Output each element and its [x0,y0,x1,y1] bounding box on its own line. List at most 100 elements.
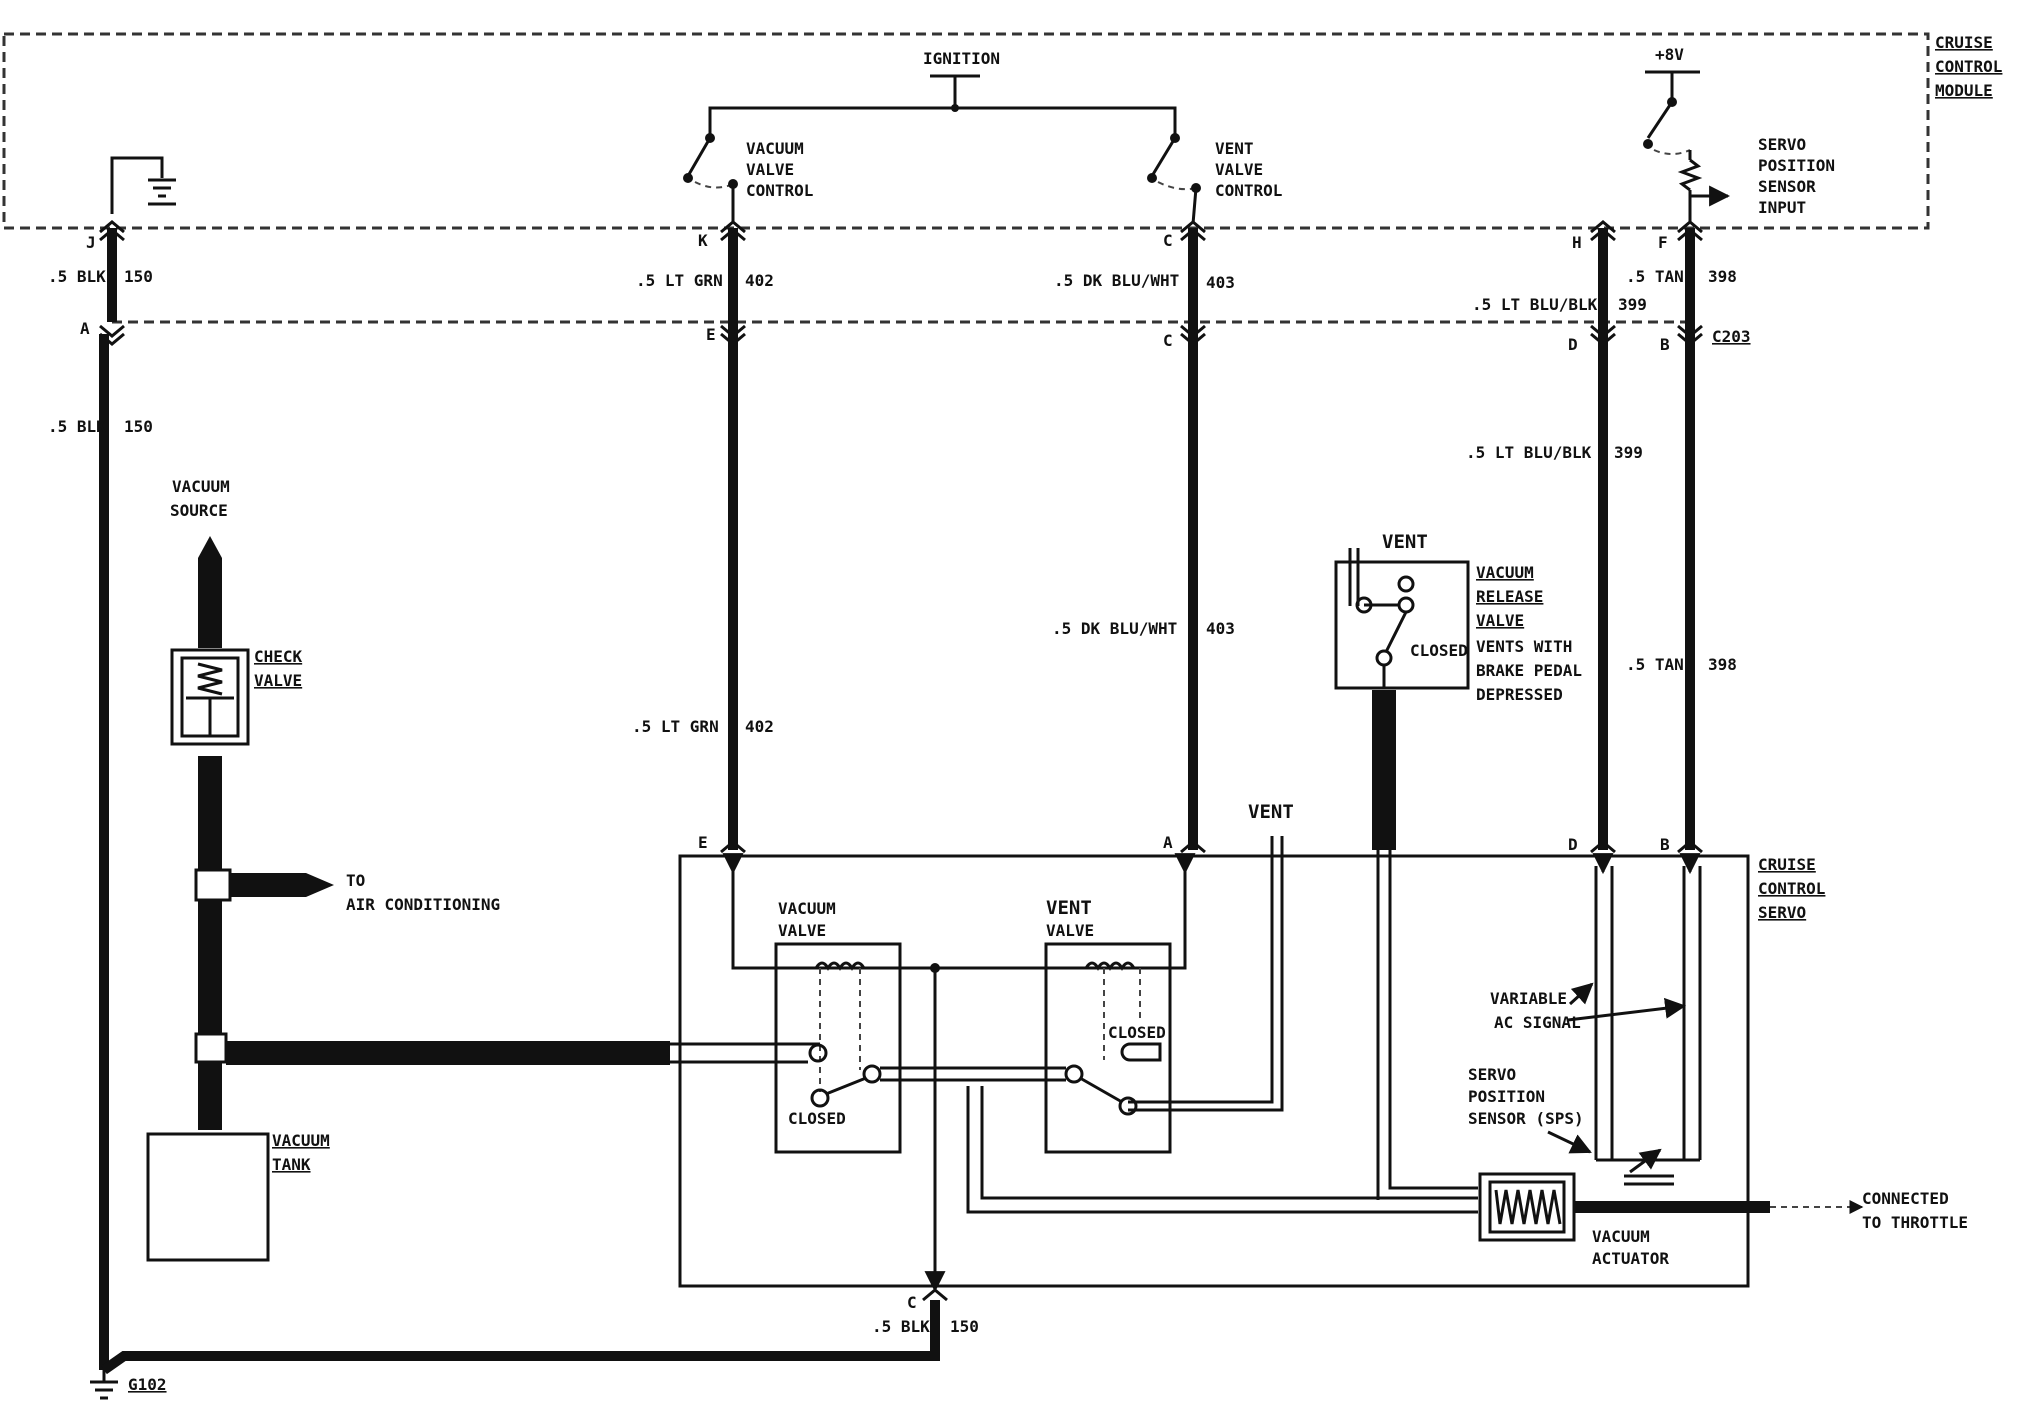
vacuum-release-valve-line-3: VALVE [1476,611,1524,630]
to-air-conditioning-arrow-icon [306,873,334,897]
ignition-label: IGNITION [923,49,1000,68]
wire-circuit-399-mid: 399 [1614,443,1643,462]
connector-pin-c: C [1163,331,1173,350]
cruise-control-servo: CRUISE CONTROL SERVO VENT VACUUM VALVE C… [670,801,1864,1293]
vent-valve-control-line-3: CONTROL [1215,181,1282,200]
vacuum-valve-closed-label: CLOSED [788,1109,846,1128]
connector-pin-d: D [1568,335,1578,354]
wire-circuit-403-mid: 403 [1206,619,1235,638]
wire-label-398-mid: .5 TAN [1626,655,1684,674]
servo-pin-b: B [1660,835,1670,854]
wire-label-403-top: .5 DK BLU/WHT [1054,271,1179,290]
valve-crossover-passage [880,1066,1066,1082]
module-ground-icon [110,156,176,214]
module-title-line-1: CRUISE [1935,33,1993,52]
vent-inlet-line [1128,836,1284,1112]
connected-to-throttle-line-2: TO THROTTLE [1862,1213,1968,1232]
vent-mid-label: VENT [1248,801,1294,823]
servo-sensor-input-line-2: POSITION [1758,156,1835,175]
ignition-terminal-icon [708,74,1177,138]
vacuum-release-valve-line-2: RELEASE [1476,587,1543,606]
vacuum-release-valve-line-1: VACUUM [1476,563,1534,582]
vacuum-inlet-passage [670,1042,820,1064]
wire-circuit-150-top: 150 [124,267,153,286]
vent-valve-closed-port-icon [1120,1042,1162,1062]
wire-label-402-mid: .5 LT GRN [632,717,719,736]
vacuum-valve-control-line-2: VALVE [746,160,794,179]
module-pin-f: F [1658,233,1668,252]
cruise-control-module: CRUISE CONTROL MODULE IGNITION [2,32,2002,230]
check-valve-icon [170,648,250,746]
servo-title-line-2: CONTROL [1758,879,1825,898]
servo-position-sensor-line-2: POSITION [1468,1087,1545,1106]
vent-top-label: VENT [1382,531,1428,553]
servo-pin-a: A [1163,833,1173,852]
wire-label-150-bottom: .5 BLK [872,1317,930,1336]
vent-valve-line-2: VALVE [1046,921,1094,940]
vacuum-actuator-line-1: VACUUM [1592,1227,1650,1246]
vacuum-source-line-1: VACUUM [172,477,230,496]
vent-valve-body [1044,942,1172,1154]
wire-label-399-mid: .5 LT BLU/BLK [1466,443,1592,462]
variable-ac-signal-line-2: AC SIGNAL [1494,1013,1581,1032]
plus8v-label: +8V [1655,45,1684,64]
vacuum-tank-icon [146,1132,270,1262]
servo-title-line-3: SERVO [1758,903,1806,922]
vacuum-actuator-icon [1478,1172,1864,1242]
ground-splice-pin-c: C [907,1293,917,1312]
servo-position-sensor-line-1: SERVO [1468,1065,1516,1084]
vent-valve-control-line-1: VENT [1215,139,1254,158]
connector-terminals [99,220,1703,1302]
module-boundary [2,32,1930,230]
wire-circuit-398-mid: 398 [1708,655,1737,674]
vacuum-valve-control-line-3: CONTROL [746,181,813,200]
wire-labels: .5 BLK 150 .5 BLK 150 .5 BLK 150 .5 LT G… [48,267,1737,1336]
servo-pin-d: D [1568,835,1578,854]
vacuum-tank-line-2: TANK [272,1155,311,1174]
wire-circuit-150-bottom: 150 [950,1317,979,1336]
to-air-conditioning-line-2: AIR CONDITIONING [346,895,500,914]
wire-circuit-399-top: 399 [1618,295,1647,314]
connector-pin-e: E [706,325,716,344]
module-pin-k: K [698,231,708,250]
wire-label-403-mid: .5 DK BLU/WHT [1052,619,1177,638]
vacuum-tank-line-1: VACUUM [272,1131,330,1150]
variable-ac-signal-line-1: VARIABLE [1490,989,1567,1008]
module-pin-c: C [1163,231,1173,250]
vacuum-valve-coil-icon [814,961,866,971]
connected-to-throttle-line-1: CONNECTED [1862,1189,1949,1208]
sps-wiring [1594,866,1702,1160]
vents-with-brake-line-1: VENTS WITH [1476,637,1572,656]
module-title-line-2: CONTROL [1935,57,2002,76]
wire-circuit-150-mid: 150 [124,417,153,436]
connector-pin-b: B [1660,335,1670,354]
module-pin-h: H [1572,233,1582,252]
wire-label-150-mid: .5 BLK [48,417,106,436]
vacuum-valve-control-line-1: VACUUM [746,139,804,158]
wire-label-399-top: .5 LT BLU/BLK [1472,295,1598,314]
connector-pin-a: A [80,319,90,338]
wiring [99,228,1695,1375]
vents-with-brake-line-3: DEPRESSED [1476,685,1563,704]
servo-position-sensor-line-3: SENSOR (SPS) [1468,1109,1584,1128]
vacuum-valve-line-1: VACUUM [778,899,836,918]
servo-sensor-input-line-4: INPUT [1758,198,1806,217]
wire-circuit-402-top: 402 [745,271,774,290]
wire-circuit-398-top: 398 [1708,267,1737,286]
vent-valve-control-line-2: VALVE [1215,160,1263,179]
servo-boundary [678,854,1750,1288]
vacuum-valve-control-switch-icon [683,133,738,224]
vacuum-valve-line-2: VALVE [778,921,826,940]
ac-tee-fitting [194,868,232,902]
servo-title-line-1: CRUISE [1758,855,1816,874]
vents-with-brake-line-2: BRAKE PEDAL [1476,661,1582,680]
module-pin-j: J [86,233,96,252]
servo-sensor-input-line-3: SENSOR [1758,177,1816,196]
coil-feed-wiring [731,866,1187,970]
wire-150-ground-return [101,1300,940,1375]
sps-sensor-icon [1624,1148,1674,1186]
vacuum-valve-body [774,942,902,1154]
vent-valve-line-1: VENT [1046,897,1092,919]
module-title-line-3: MODULE [1935,81,1993,100]
vent-valve-control-switch-icon [1147,133,1201,225]
